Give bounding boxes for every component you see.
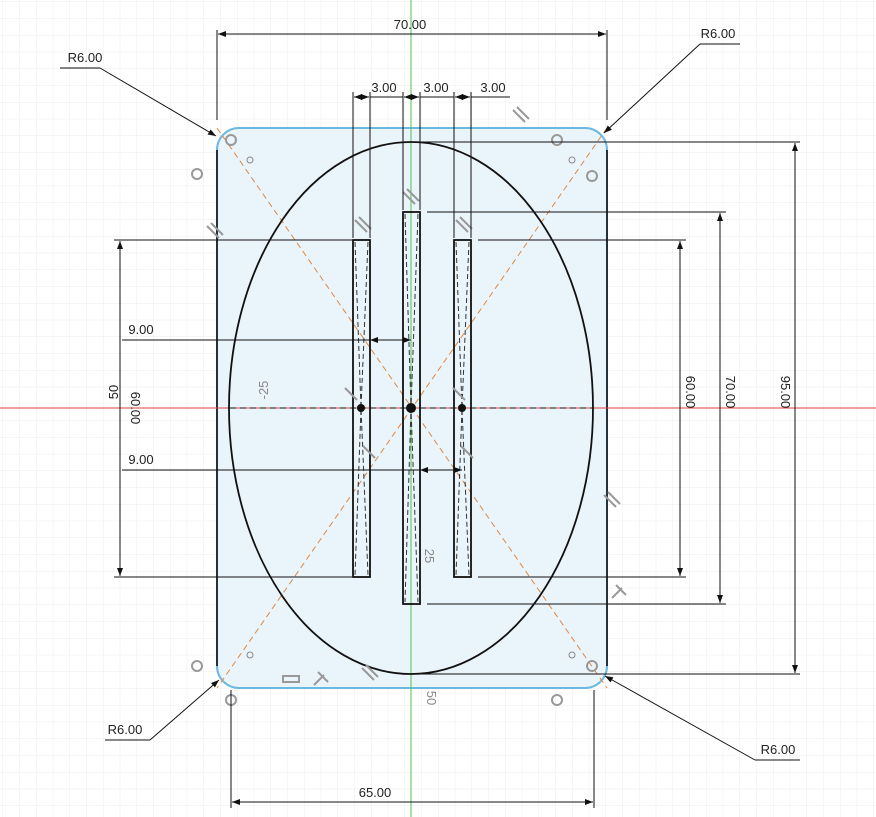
- dim-center-slot-height[interactable]: 70.00: [723, 376, 738, 409]
- slot-left[interactable]: [352, 239, 371, 578]
- midpoint-markers: [246, 156, 576, 659]
- origin-point[interactable]: [406, 403, 416, 413]
- dim-bottom-width[interactable]: 65.00: [359, 785, 392, 800]
- dim-overall-height[interactable]: 95.00: [778, 376, 793, 409]
- dim-radius-bottom-left[interactable]: R6.00: [108, 722, 143, 737]
- dim-slot-width-3[interactable]: 3.00: [480, 80, 505, 95]
- point[interactable]: [357, 404, 365, 412]
- dim-slot-width-2[interactable]: 3.00: [423, 80, 448, 95]
- dim-ellipse-major[interactable]: 50: [424, 691, 439, 705]
- constraint-icons: [191, 106, 627, 706]
- dim-ellipse-minor[interactable]: -25: [256, 381, 271, 400]
- dim-radius-top-left[interactable]: R6.00: [68, 50, 103, 65]
- dim-left-height[interactable]: 60.00: [128, 392, 143, 425]
- dim-slot-width-1[interactable]: 3.00: [371, 80, 396, 95]
- slot-right[interactable]: [453, 239, 472, 578]
- dim-offset-lower[interactable]: 9.00: [128, 452, 153, 467]
- point[interactable]: [458, 404, 466, 412]
- dim-offset-upper[interactable]: 9.00: [128, 322, 153, 337]
- slot-center[interactable]: [402, 211, 421, 605]
- dim-right-slot-height[interactable]: 60.00: [683, 376, 698, 409]
- dim-radius-bottom-right[interactable]: R6.00: [761, 742, 796, 757]
- dim-left-extra[interactable]: 50: [106, 385, 121, 399]
- dim-slot-offset[interactable]: 25: [422, 549, 437, 563]
- dim-radius-top-right[interactable]: R6.00: [701, 26, 736, 41]
- dim-overall-width[interactable]: 70.00: [394, 17, 427, 32]
- dimension-lines: [60, 30, 800, 808]
